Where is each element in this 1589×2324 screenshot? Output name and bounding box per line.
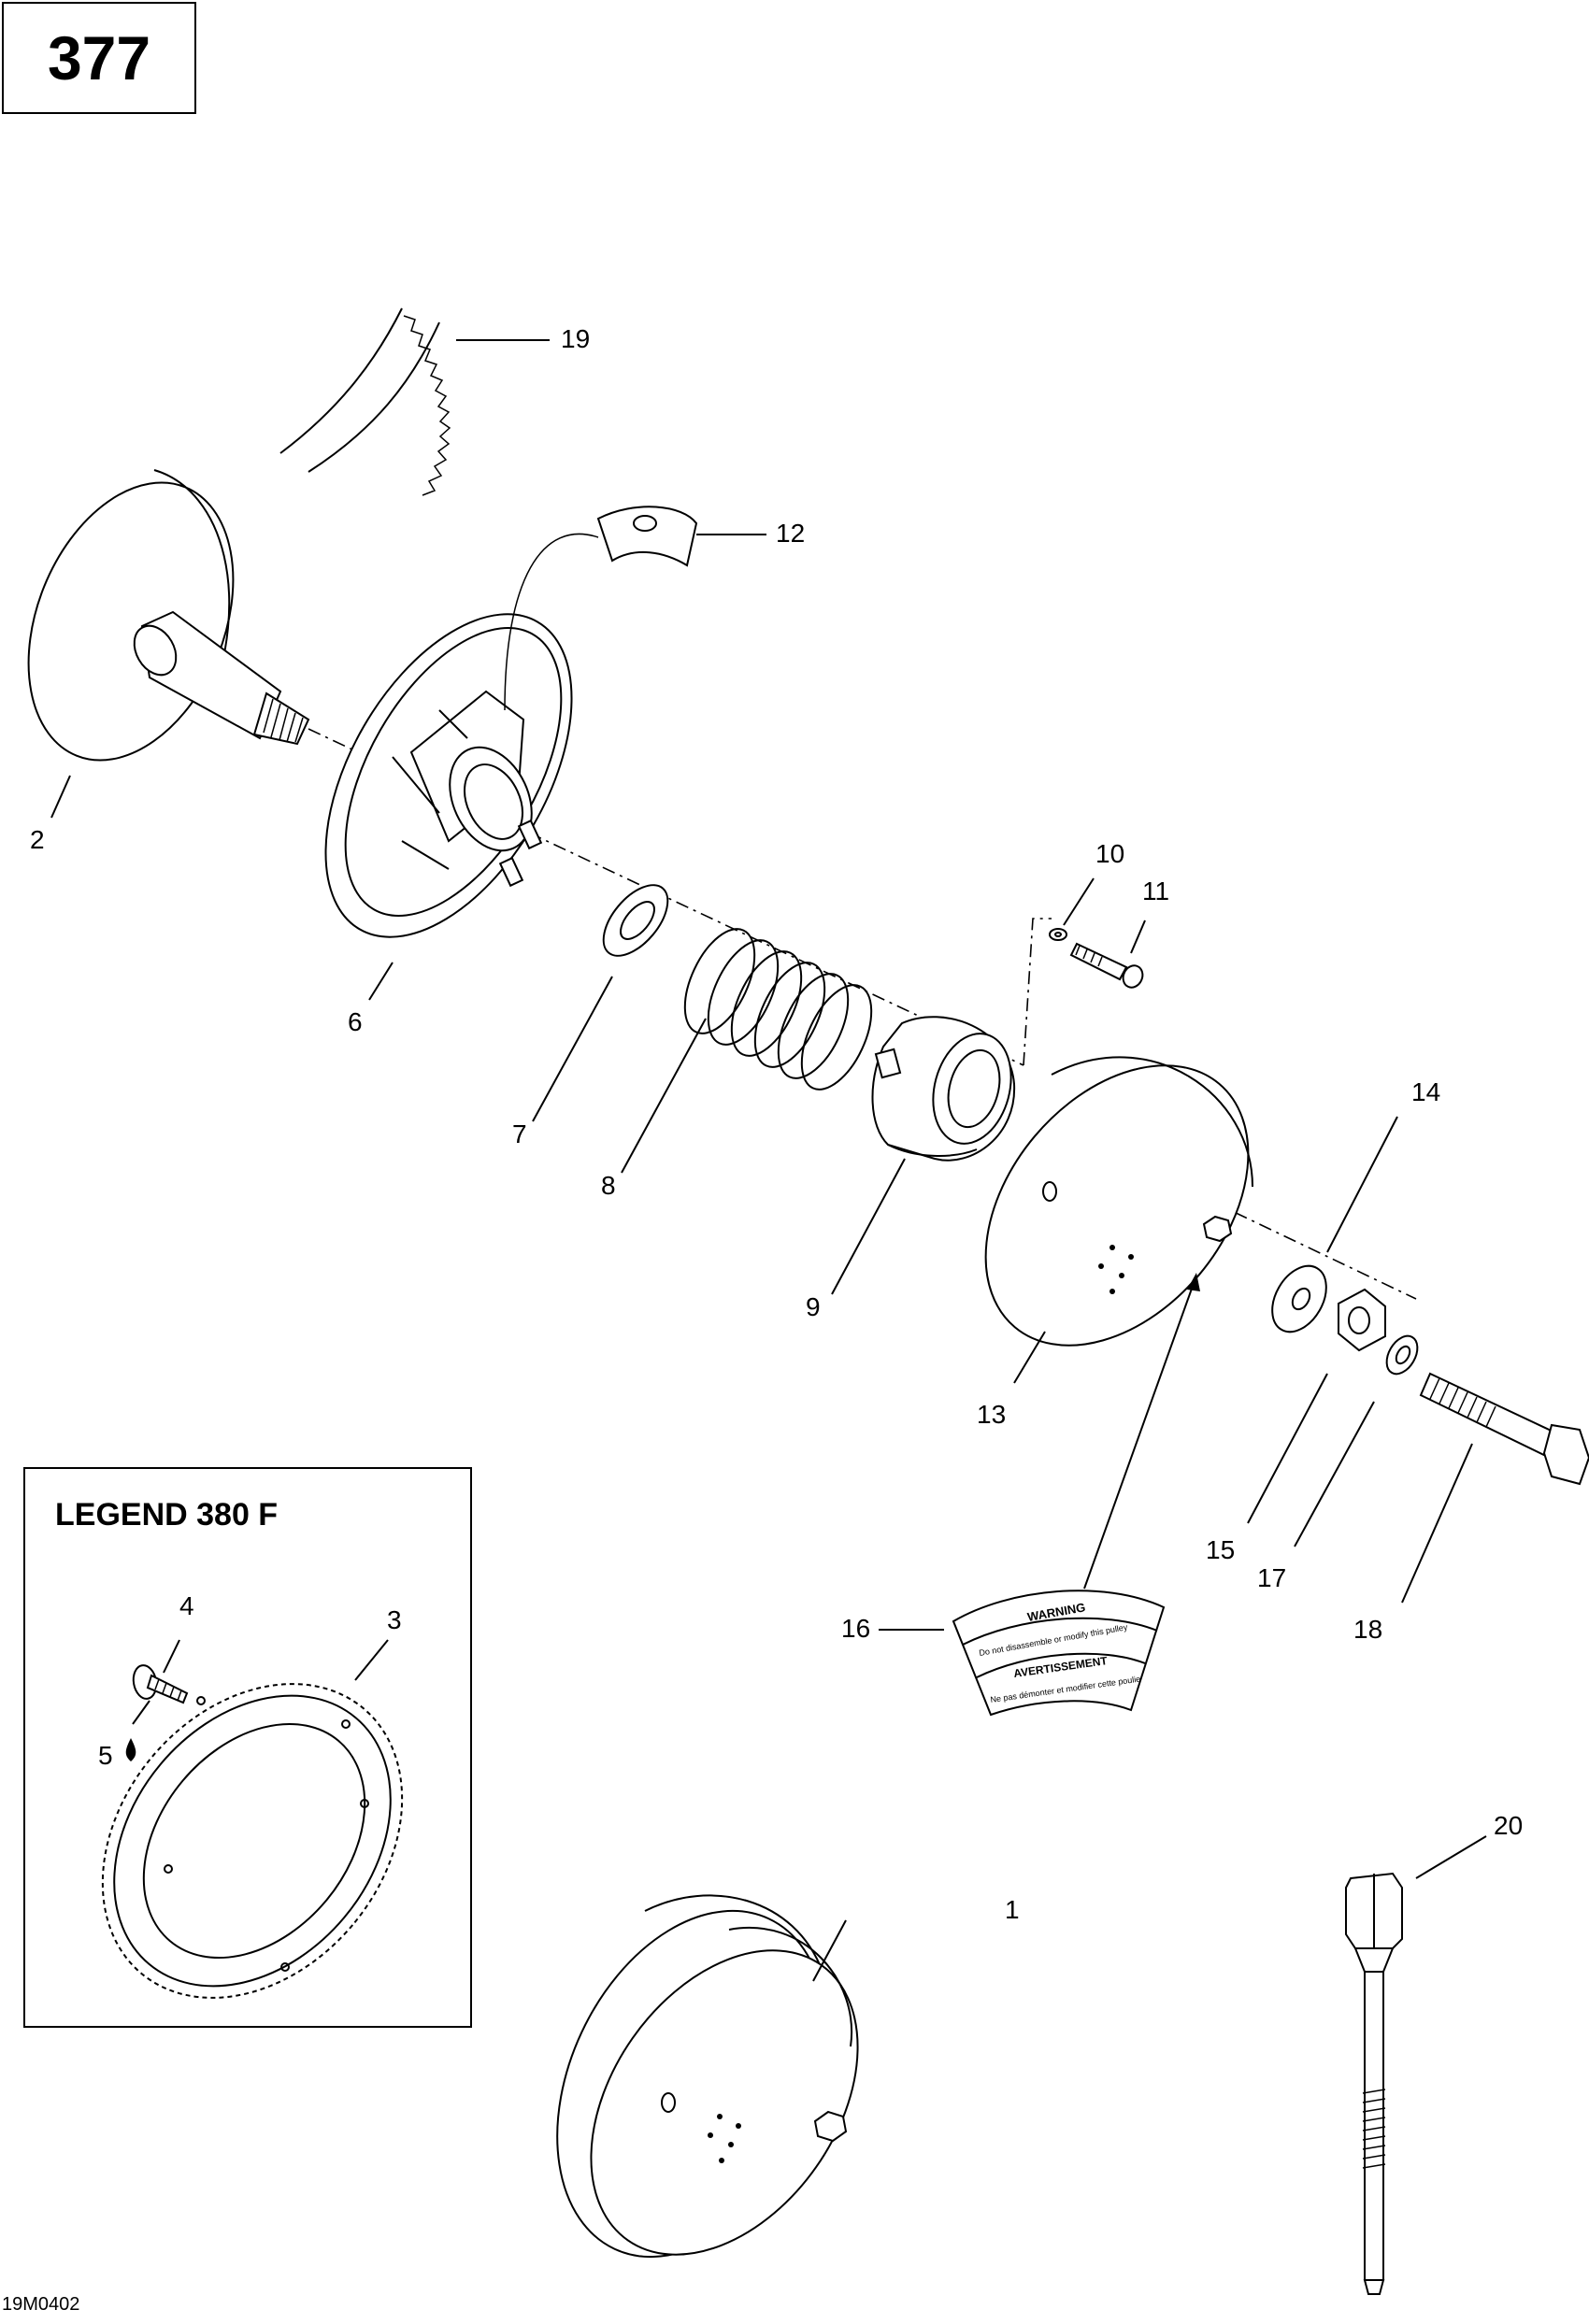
callout-11: 11 (1142, 877, 1170, 905)
leader-3 (354, 1639, 389, 1681)
leader-8 (621, 1018, 707, 1174)
part-12-slider-shoe (504, 506, 698, 711)
callout-5: 5 (98, 1741, 113, 1770)
leader-4 (163, 1639, 180, 1674)
leader-13 (1013, 1331, 1046, 1384)
part-3-ring-gear (101, 1683, 404, 1999)
leader-20 (1415, 1835, 1487, 1879)
part-6-movable-sheave (324, 613, 573, 938)
part-15-nut (1338, 1288, 1386, 1352)
assembly-axis (308, 728, 1024, 1066)
callout-17: 17 (1257, 1563, 1287, 1592)
part-7-washer (602, 884, 669, 957)
legend-title: LEGEND 380 F (55, 1497, 279, 1533)
callout-8: 8 (601, 1171, 616, 1200)
leader-7 (532, 976, 613, 1122)
callout-15: 15 (1206, 1535, 1236, 1564)
part-1-drive-pulley-assembly (556, 1894, 859, 2259)
leader-18 (1401, 1443, 1473, 1604)
leader-6 (368, 962, 394, 1001)
drawing-code: 19M0402 (2, 2294, 80, 2315)
leader-17 (1294, 1401, 1375, 1547)
legend-box: LEGEND 380 F (23, 1467, 472, 2028)
leader-14 (1326, 1116, 1398, 1253)
leader-15 (1247, 1373, 1328, 1524)
part-14-flat-washer (1271, 1264, 1327, 1333)
callout-6: 6 (348, 1007, 363, 1036)
leader-11 (1130, 920, 1146, 954)
callout-9: 9 (806, 1292, 821, 1321)
leader-10 (1063, 877, 1095, 926)
leader-9 (831, 1158, 906, 1295)
leader-16-arrow (1083, 1275, 1197, 1590)
part-8-spring (683, 928, 873, 1091)
callout-4: 4 (179, 1591, 194, 1620)
page-number: 377 (2, 2, 196, 114)
leader-2 (50, 775, 71, 819)
part-16-warning-decal: WARNING Do not disassemble or modify thi… (952, 1590, 1166, 1717)
part-18-bolt (1419, 1372, 1589, 1486)
assembly-axis-2 (1210, 1200, 1417, 1300)
part-13-cover (984, 1056, 1253, 1347)
callout-1: 1 (1005, 1895, 1020, 1924)
callout-13: 13 (977, 1400, 1007, 1429)
part-20-puller-bolt (1345, 1872, 1403, 2295)
screw-axis (1023, 918, 1052, 1066)
liquid-drop-icon (125, 1738, 136, 1761)
part-17-lock-washer (1385, 1334, 1419, 1376)
callout-14: 14 (1411, 1077, 1441, 1106)
part-11-screw (1069, 942, 1144, 989)
callout-2: 2 (30, 825, 45, 854)
callout-20: 20 (1494, 1811, 1524, 1840)
part-10-small-washer (1049, 928, 1067, 941)
leader-1 (812, 1919, 847, 1982)
leader-5 (132, 1700, 150, 1725)
callout-18: 18 (1353, 1615, 1383, 1644)
callout-19: 19 (561, 324, 591, 353)
callout-12: 12 (776, 519, 806, 548)
callout-16: 16 (841, 1614, 871, 1643)
arrow-head-icon (1187, 1273, 1200, 1291)
callout-7: 7 (512, 1119, 527, 1148)
part-2-fixed-sheave (27, 469, 310, 762)
part-4-screw (132, 1664, 189, 1704)
callout-3: 3 (387, 1605, 402, 1634)
part-19-drive-belt (279, 307, 451, 496)
part-9-spider (871, 1016, 1016, 1162)
callout-10: 10 (1095, 839, 1125, 868)
